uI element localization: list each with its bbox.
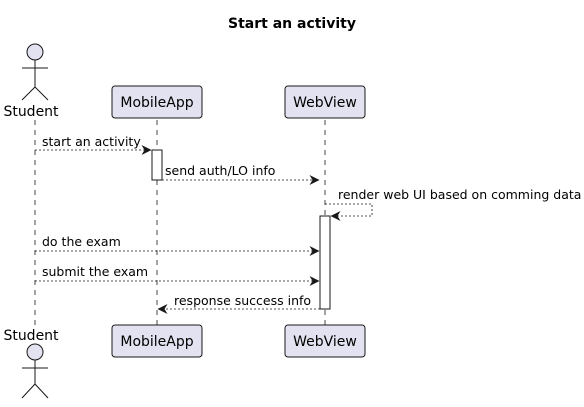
- participant-webview-label-top: WebView: [293, 95, 357, 111]
- participant-webview-bottom: [284, 324, 366, 358]
- participant-mobileapp-label-top: MobileApp: [120, 95, 193, 111]
- actor-student-bottom: [21, 343, 49, 399]
- actor-head: [26, 43, 44, 61]
- message-label-1: start an activity: [42, 134, 141, 149]
- participant-mobileapp-top: [111, 85, 203, 119]
- activation-webview: [319, 215, 331, 310]
- participant-mobileapp-bottom: [111, 324, 203, 358]
- participant-webview-label-bottom: WebView: [293, 334, 357, 350]
- message-label-6: response success info: [174, 293, 311, 308]
- message-arrow-3: [325, 203, 373, 221]
- actor-head: [26, 343, 44, 361]
- activation-mobileapp: [151, 149, 163, 181]
- message-label-5: submit the exam: [42, 264, 148, 279]
- actor-student-label-bottom: Student: [3, 328, 59, 344]
- participant-webview-top: [284, 85, 366, 119]
- actor-student-top: [21, 43, 49, 101]
- message-label-4: do the exam: [42, 234, 121, 249]
- actor-student-label-top: Student: [3, 104, 59, 120]
- message-label-2: send auth/LO info: [165, 163, 275, 178]
- diagram-title: Start an activity: [228, 16, 356, 32]
- message-label-3: render web UI based on comming data: [338, 187, 581, 202]
- participant-mobileapp-label-bottom: MobileApp: [120, 334, 193, 350]
